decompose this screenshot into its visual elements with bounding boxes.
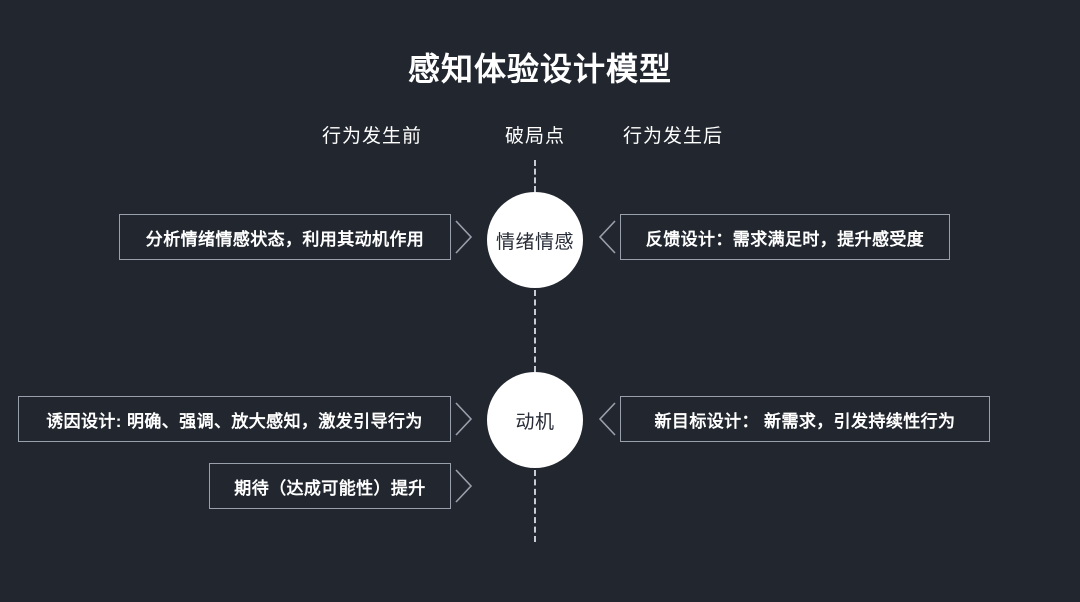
- callout-box-trigger-design[interactable]: 诱因设计: 明确、强调、放大感知，激发引导行为: [18, 396, 451, 442]
- callout-text-expectation: 期待（达成可能性）提升: [234, 478, 426, 498]
- node-circle-motivation[interactable]: 动机: [487, 372, 583, 468]
- chevron-right-icon: [455, 469, 473, 503]
- chevron-left-icon: [598, 402, 616, 436]
- node-label-motivation: 动机: [515, 411, 555, 433]
- chevron-left-icon: [598, 220, 616, 254]
- callout-box-expectation[interactable]: 期待（达成可能性）提升: [209, 463, 451, 509]
- column-header-pivot: 破局点: [504, 126, 566, 147]
- callout-text-feedback-design: 反馈设计：需求满足时，提升感受度: [645, 229, 925, 249]
- dashed-line-top: [534, 160, 536, 192]
- callout-box-feedback-design[interactable]: 反馈设计：需求满足时，提升感受度: [620, 214, 950, 260]
- node-label-emotion: 情绪情感: [495, 231, 574, 253]
- dashed-line-middle: [534, 290, 536, 372]
- callout-box-new-goal-design[interactable]: 新目标设计： 新需求，引发持续性行为: [620, 396, 990, 442]
- column-header-after: 行为发生后: [622, 126, 724, 147]
- page-title: 感知体验设计模型: [407, 51, 672, 87]
- dashed-line-bottom: [534, 470, 536, 542]
- callout-text-trigger-design: 诱因设计: 明确、强调、放大感知，激发引导行为: [46, 411, 423, 431]
- node-circle-emotion[interactable]: 情绪情感: [487, 192, 583, 288]
- callout-text-analyze-emotion: 分析情绪情感状态，利用其动机作用: [145, 229, 425, 249]
- column-header-before: 行为发生前: [321, 126, 423, 147]
- chevron-right-icon: [455, 220, 473, 254]
- callout-box-analyze-emotion[interactable]: 分析情绪情感状态，利用其动机作用: [119, 214, 451, 260]
- chevron-right-icon: [455, 402, 473, 436]
- callout-text-new-goal-design: 新目标设计： 新需求，引发持续性行为: [654, 411, 956, 431]
